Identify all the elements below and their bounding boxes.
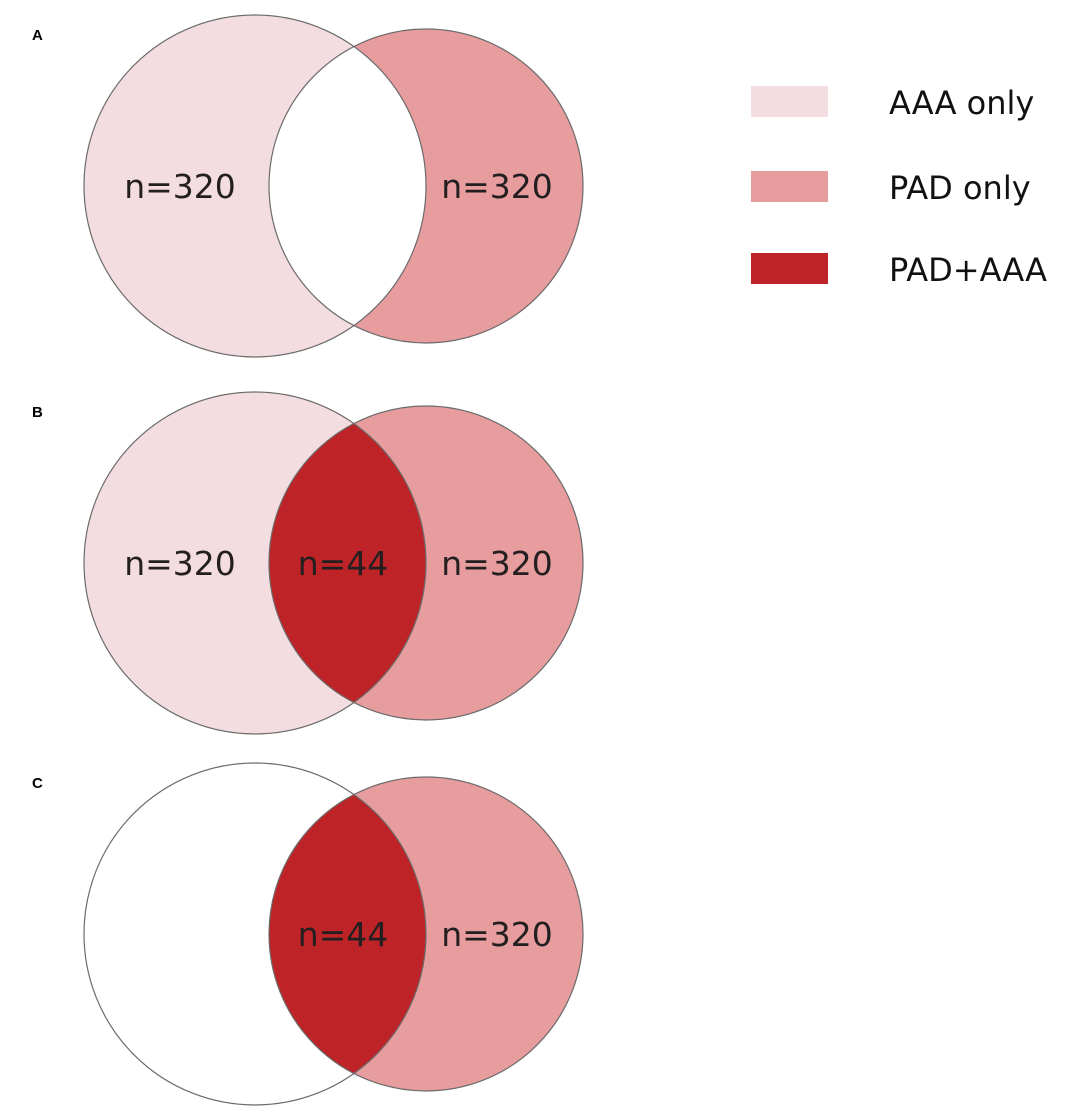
legend-swatch-aaa-only bbox=[751, 86, 828, 117]
legend-label-pad-only: PAD only bbox=[889, 169, 1031, 207]
pad-only-count: n=320 bbox=[441, 915, 553, 954]
pad-only-region bbox=[353, 777, 584, 1091]
pad-only-count: n=320 bbox=[441, 167, 553, 206]
aaa-only-region bbox=[84, 14, 354, 358]
aaa-only-region bbox=[84, 763, 354, 1105]
legend-label-pad-aaa: PAD+AAA bbox=[889, 251, 1047, 289]
panel-label-c: C bbox=[32, 775, 43, 792]
aaa-only-count: n=320 bbox=[124, 544, 236, 583]
pad-only-region bbox=[353, 28, 584, 344]
pad-circle-outline bbox=[268, 405, 584, 721]
legend: AAA only PAD only PAD+AAA bbox=[751, 84, 1047, 289]
aaa-circle-outline bbox=[83, 14, 427, 358]
legend-swatch-pad-only bbox=[751, 171, 828, 202]
legend-item-pad-only: PAD only bbox=[751, 169, 1031, 207]
aaa-only-count: n=320 bbox=[124, 167, 236, 206]
overlap-region bbox=[269, 46, 427, 326]
overlap-count: n=44 bbox=[298, 544, 389, 583]
legend-swatch-pad-aaa bbox=[751, 253, 828, 284]
panel-b: B n=320 n=44 n=320 bbox=[32, 391, 584, 735]
overlap-region bbox=[269, 794, 427, 1074]
legend-item-pad-aaa: PAD+AAA bbox=[751, 251, 1047, 289]
panel-label-a: A bbox=[32, 27, 43, 44]
panel-a: A n=320 n=320 bbox=[32, 14, 584, 358]
pad-only-count: n=320 bbox=[441, 544, 553, 583]
overlap-count: n=44 bbox=[298, 915, 389, 954]
aaa-circle-outline bbox=[83, 391, 427, 735]
legend-item-aaa-only: AAA only bbox=[751, 84, 1034, 122]
aaa-only-region bbox=[84, 392, 354, 734]
panel-c: C n=44 n=320 bbox=[32, 762, 584, 1106]
pad-circle-outline bbox=[268, 776, 584, 1092]
panel-label-b: B bbox=[32, 404, 43, 421]
aaa-circle-outline bbox=[83, 762, 427, 1106]
pad-only-region bbox=[353, 406, 584, 720]
pad-circle-outline bbox=[268, 28, 584, 344]
overlap-region bbox=[269, 423, 427, 703]
legend-label-aaa-only: AAA only bbox=[889, 84, 1034, 122]
